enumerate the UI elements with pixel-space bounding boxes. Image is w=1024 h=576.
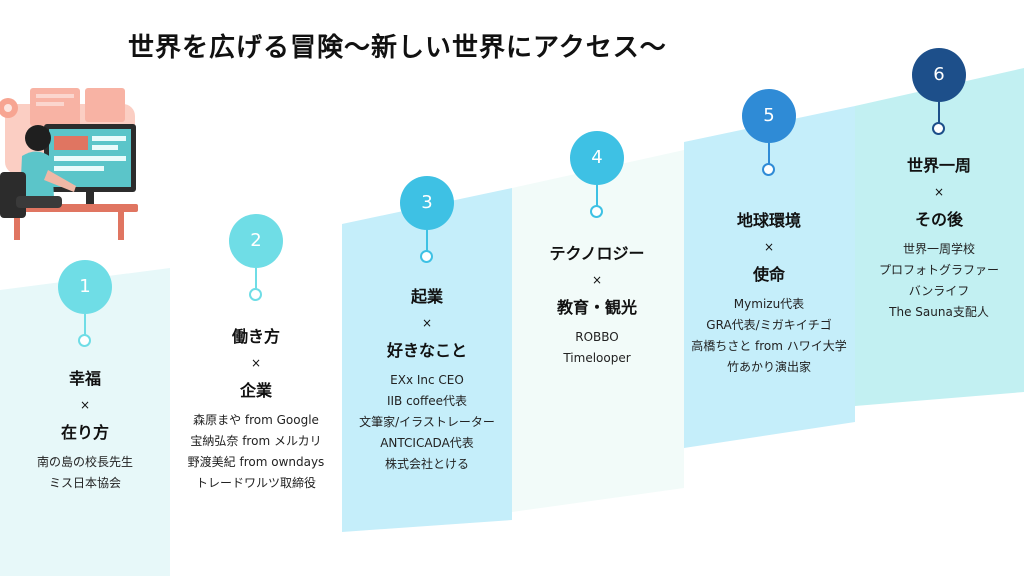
step-text: テクノロジー × 教育・観光 ROBBO Timelooper xyxy=(497,240,697,369)
step-heading-secondary: 教育・観光 xyxy=(556,298,637,317)
step-number-badge: 3 xyxy=(400,176,454,230)
list-item: 南の島の校長先生 xyxy=(36,455,133,469)
step-item-list: 南の島の校長先生ミス日本協会 xyxy=(0,452,185,494)
list-item: EXx Inc CEO xyxy=(390,373,464,387)
list-item: 株式会社とける xyxy=(384,457,469,471)
list-item: 世界一周学校 xyxy=(902,242,975,256)
list-item: ROBBO xyxy=(575,330,619,344)
list-item: Timelooper xyxy=(563,351,631,365)
step-heading-primary: 働き方 xyxy=(231,327,280,346)
step-ring xyxy=(420,250,433,263)
step-ring xyxy=(762,163,775,176)
list-item: バンライフ xyxy=(908,284,970,298)
step-text: 働き方 × 企業森原まや from Google 宝納弘奈 from メルカリ野渡美紀… xyxy=(156,323,356,494)
step-ring xyxy=(932,122,945,135)
step-heading-primary: 地球環境 xyxy=(736,211,801,230)
step-cross: × xyxy=(421,316,433,330)
step-heading-secondary: 使命 xyxy=(752,265,785,284)
step-text: 幸福 × 在り方南の島の校長先生ミス日本協会 xyxy=(0,365,185,494)
step-number-badge: 2 xyxy=(229,214,283,268)
list-item: ミス日本協会 xyxy=(48,476,121,490)
step-ring xyxy=(78,334,91,347)
stair-panel-6 xyxy=(855,68,1024,406)
step-ring xyxy=(249,288,262,301)
stair-panel-3 xyxy=(342,188,512,532)
step-stem xyxy=(596,185,598,207)
step-cross: × xyxy=(933,185,945,199)
step-cross: × xyxy=(763,240,775,254)
list-item: プロフォトグラファー xyxy=(878,263,999,277)
list-item: 竹あかり演出家 xyxy=(726,360,811,374)
person-at-computer-illustration xyxy=(0,88,138,240)
step-cross: × xyxy=(591,273,603,287)
step-text: 地球環境 × 使命 Mymizu代表 GRA代表/ミガキイチゴ高橋ちさと from ハワ… xyxy=(669,207,869,378)
step-heading-primary: 幸福 xyxy=(68,369,101,388)
step-stem xyxy=(255,268,257,290)
list-item: 森原まや from Google xyxy=(193,413,319,427)
step-heading-secondary: 企業 xyxy=(239,381,272,400)
list-item: ANTCICADA代表 xyxy=(380,436,474,450)
step-stem xyxy=(768,143,770,165)
step-number-badge: 1 xyxy=(58,260,112,314)
step-heading-secondary: 在り方 xyxy=(60,423,109,442)
step-heading-secondary: その後 xyxy=(914,210,963,229)
list-item: The Sauna支配人 xyxy=(889,305,989,319)
step-item-list: EXx Inc CEO IIB coffee代表文筆家/イラストレーター ANTCI… xyxy=(327,370,527,475)
list-item: 宝納弘奈 from メルカリ xyxy=(190,434,322,448)
stair-panel-2 xyxy=(170,246,342,576)
list-item: トレードワルツ取締役 xyxy=(195,476,316,490)
step-text: 起業 × 好きなこと EXx Inc CEO IIB coffee代表文筆家/イラストレ… xyxy=(327,283,527,475)
step-item-list: 森原まや from Google 宝納弘奈 from メルカリ野渡美紀 from … xyxy=(156,410,356,494)
stair-panel-1 xyxy=(0,268,170,576)
step-heading-primary: テクノロジー xyxy=(549,244,645,263)
step-cross: × xyxy=(250,356,262,370)
step-heading-primary: 世界一周 xyxy=(906,156,971,175)
step-number-badge: 5 xyxy=(742,89,796,143)
step-number-badge: 6 xyxy=(912,48,966,102)
list-item: 高橋ちさと from ハワイ大学 xyxy=(691,339,847,353)
step-stem xyxy=(426,230,428,252)
step-stem xyxy=(84,314,86,336)
step-number-badge: 4 xyxy=(570,131,624,185)
stair-panel-5 xyxy=(684,106,855,448)
list-item: GRA代表/ミガキイチゴ xyxy=(706,318,832,332)
step-stem xyxy=(938,102,940,124)
page-title: 世界を広げる冒険〜新しい世界にアクセス〜 xyxy=(128,33,667,63)
step-heading-primary: 起業 xyxy=(410,287,443,306)
step-item-list: 世界一周学校プロフォトグラファーバンライフ The Sauna支配人 xyxy=(839,239,1024,323)
step-cross: × xyxy=(79,398,91,412)
step-text: 世界一周 × その後世界一周学校プロフォトグラファーバンライフ The Sauna支配… xyxy=(839,152,1024,323)
stair-panel-4 xyxy=(512,150,684,512)
list-item: 文筆家/イラストレーター xyxy=(359,415,495,429)
list-item: IIB coffee代表 xyxy=(386,394,468,408)
step-item-list: ROBBO Timelooper xyxy=(497,327,697,369)
list-item: 野渡美紀 from owndays xyxy=(187,455,325,469)
step-item-list: Mymizu代表 GRA代表/ミガキイチゴ高橋ちさと from ハワイ大学竹あかり… xyxy=(669,294,869,378)
step-heading-secondary: 好きなこと xyxy=(386,341,467,360)
step-ring xyxy=(590,205,603,218)
list-item: Mymizu代表 xyxy=(733,297,805,311)
